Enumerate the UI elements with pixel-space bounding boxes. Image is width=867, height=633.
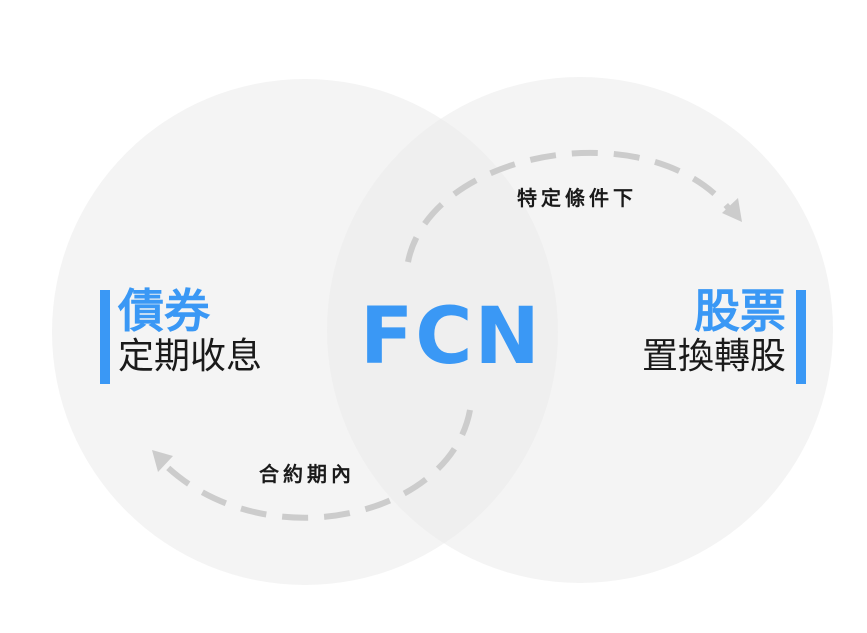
bond-subtitle: 定期收息 bbox=[118, 336, 263, 377]
stock-label-block: 股票 置換轉股 bbox=[600, 286, 806, 384]
bottom-arrowhead bbox=[152, 450, 173, 472]
bond-label-block: 債券 定期收息 bbox=[100, 286, 300, 384]
stock-subtitle: 置換轉股 bbox=[641, 336, 786, 377]
bond-accent-bar bbox=[100, 290, 110, 384]
stock-circle bbox=[327, 77, 833, 583]
fcn-center-label: FCN bbox=[360, 292, 542, 382]
stock-title: 股票 bbox=[694, 284, 786, 338]
stock-accent-bar bbox=[796, 290, 806, 384]
top-dashed-arc bbox=[405, 149, 733, 263]
top-arrowhead bbox=[722, 198, 742, 222]
bond-title: 債券 bbox=[118, 284, 210, 338]
bottom-arrow-note: 合約期內 bbox=[259, 462, 355, 486]
bottom-dashed-arc bbox=[159, 409, 473, 521]
top-arrow-note: 特定條件下 bbox=[517, 186, 637, 210]
